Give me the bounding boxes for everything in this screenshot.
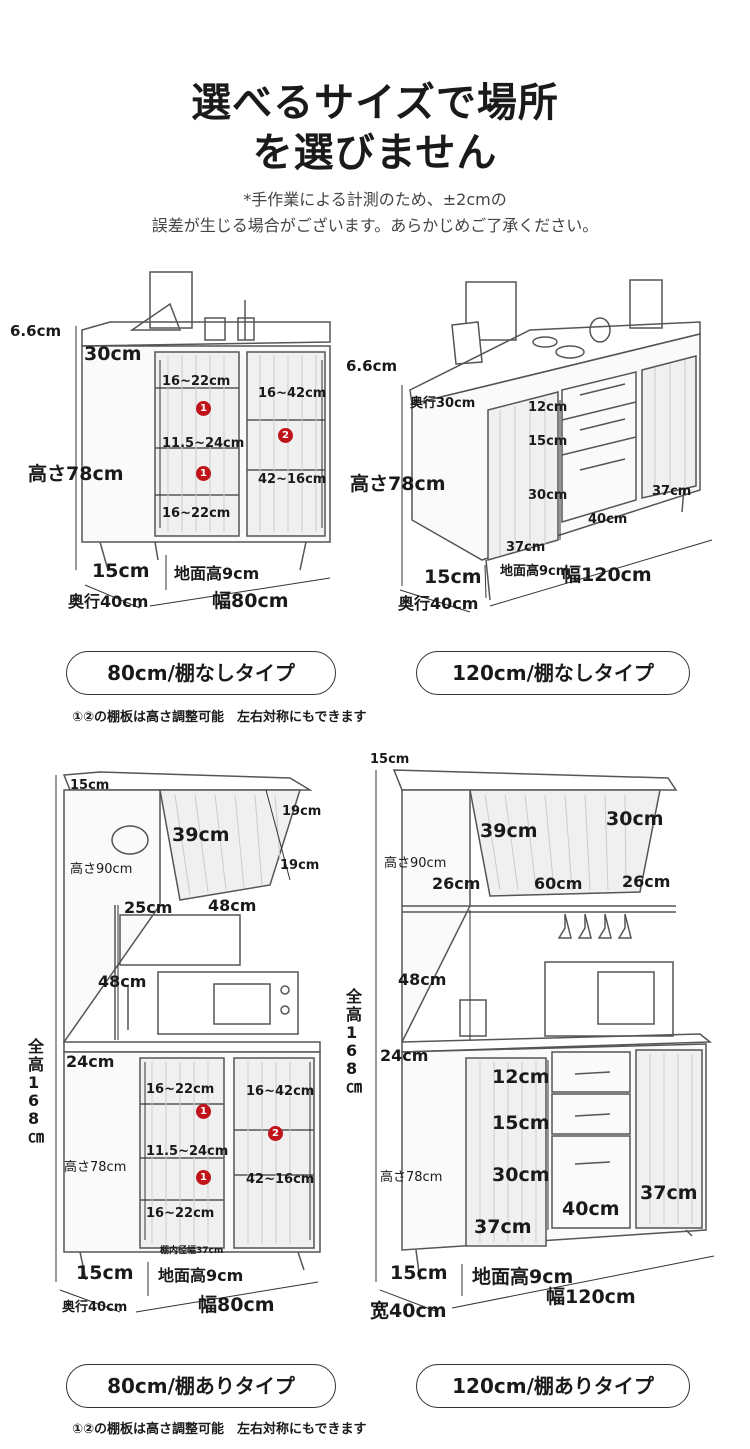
dim-upper-height: 高さ90cm	[384, 856, 447, 871]
cabinet-120-noshelf-drawing	[399, 279, 713, 613]
dim-width: 幅80cm	[198, 1294, 275, 1316]
dim-upper-height: 高さ90cm	[70, 862, 133, 877]
dim-right-top: 16~42cm	[258, 386, 327, 401]
dim-left-width: 37cm	[506, 540, 546, 555]
dim-leg: 15cm	[390, 1262, 448, 1284]
dim-top-thickness: 6.6cm	[10, 322, 62, 340]
dim-mid-width: 40cm	[562, 1198, 620, 1220]
dim-right-width: 37cm	[640, 1182, 698, 1204]
dim-gap: 48cm	[98, 972, 147, 991]
dim-right-bottom: 42~16cm	[246, 1172, 315, 1187]
dim-depth: 奥行40cm	[398, 594, 479, 613]
dim-right-width: 37cm	[652, 484, 692, 499]
cabinet-80-shelf-drawing	[55, 771, 321, 1313]
dim-height: 高さ78cm	[28, 463, 124, 485]
shelf-badge-2: 2	[278, 428, 293, 443]
dim-mid-width: 40cm	[588, 512, 628, 527]
shelf-caption: ①②の棚板は高さ調整可能 左右対称にもできます	[72, 1422, 367, 1437]
dim-gap: 48cm	[398, 970, 447, 989]
note-line2: 誤差が生じる場合がございます。あらかじめご了承ください。	[151, 216, 599, 235]
dim-height: 高さ78cm	[350, 473, 446, 495]
type-label-80-noshelf: 80cm/棚なしタイプ	[66, 651, 336, 695]
dim-shelf-b: 11.5~24cm	[162, 436, 245, 451]
page-title-line1: 選べるサイズで場所	[191, 80, 559, 126]
dim-width-mid: 60cm	[534, 874, 583, 893]
shelf-badge-1: 1	[196, 401, 211, 416]
page-title-line2: を選びません	[252, 130, 498, 176]
dim-leg: 15cm	[424, 566, 482, 588]
dim-counter: 24cm	[380, 1046, 429, 1065]
dim-left-width: 37cm	[474, 1216, 532, 1238]
dim-panel: 39cm	[480, 820, 538, 842]
dim-width: 幅120cm	[562, 564, 652, 586]
dim-inner-width: 棚内径幅37cm	[160, 1246, 224, 1256]
dim-drawer-2: 15cm	[492, 1112, 550, 1134]
dim-ground: 地面高9cm	[158, 1266, 244, 1285]
dim-right-2: 19cm	[280, 858, 320, 873]
dim-leg: 15cm	[76, 1262, 134, 1284]
dim-right-height: 30cm	[606, 808, 664, 830]
dim-counter: 24cm	[66, 1052, 115, 1071]
dim-shelf-a: 16~22cm	[146, 1082, 215, 1097]
dim-width: 幅80cm	[212, 590, 289, 612]
dim-ground: 地面高9cm	[500, 564, 570, 579]
dim-width-left: 26cm	[432, 874, 481, 893]
cabinet-80-noshelf-drawing	[75, 271, 331, 609]
dim-depth-inner: 30cm	[84, 343, 142, 365]
dim-right-top: 16~42cm	[246, 1084, 315, 1099]
type-label-80-shelf: 80cm/棚ありタイプ	[66, 1364, 336, 1408]
dim-total-height: 全高168㎝	[28, 1037, 45, 1146]
dim-panel: 39cm	[172, 824, 230, 846]
dim-right-bottom: 42~16cm	[258, 472, 327, 487]
dim-depth: 宽40cm	[370, 1300, 447, 1322]
dim-drawer-1: 12cm	[528, 400, 568, 415]
dim-ground: 地面高9cm	[472, 1266, 574, 1288]
dim-top-thickness: 6.6cm	[346, 357, 398, 375]
dim-width: 幅120cm	[546, 1286, 636, 1308]
dim-shelf-c: 16~22cm	[162, 506, 231, 521]
dim-shelf-c: 16~22cm	[146, 1206, 215, 1221]
dim-shelf-a: 16~22cm	[162, 374, 231, 389]
shelf-badge-1: 1	[196, 466, 211, 481]
type-label-120-shelf: 120cm/棚ありタイプ	[416, 1364, 690, 1408]
dim-ground: 地面高9cm	[174, 564, 260, 583]
dim-leg: 15cm	[92, 560, 150, 582]
dim-right-1: 19cm	[282, 804, 322, 819]
dim-lower-height: 高さ78cm	[380, 1170, 443, 1185]
dim-shelf-b: 11.5~24cm	[146, 1144, 229, 1159]
dim-depth-inner: 奥行30cm	[410, 396, 476, 411]
dim-right-width: 48cm	[208, 896, 257, 915]
dim-total-height: 全高168㎝	[346, 987, 363, 1096]
dim-drawer-3: 30cm	[528, 488, 568, 503]
dim-top: 15cm	[370, 752, 410, 767]
dim-depth: 奥行40cm	[68, 592, 149, 611]
dim-drawer-2: 15cm	[528, 434, 568, 449]
type-label-120-noshelf: 120cm/棚なしタイプ	[416, 651, 690, 695]
dim-drawer-3: 30cm	[492, 1164, 550, 1186]
cabinet-120-shelf-drawing	[375, 769, 715, 1313]
shelf-badge-2: 2	[268, 1126, 283, 1141]
dim-drawer-1: 12cm	[492, 1066, 550, 1088]
dim-width-right: 26cm	[622, 872, 671, 891]
shelf-badge-1: 1	[196, 1104, 211, 1119]
dim-top: 15cm	[70, 778, 110, 793]
shelf-badge-1: 1	[196, 1170, 211, 1185]
dim-lower-height: 高さ78cm	[64, 1160, 127, 1175]
shelf-caption: ①②の棚板は高さ調整可能 左右対称にもできます	[72, 710, 367, 725]
dim-depth: 奥行40cm	[62, 1300, 128, 1315]
dim-left-width: 25cm	[124, 898, 173, 917]
note-line1: *手作業による計測のため、±2cmの	[243, 190, 507, 209]
